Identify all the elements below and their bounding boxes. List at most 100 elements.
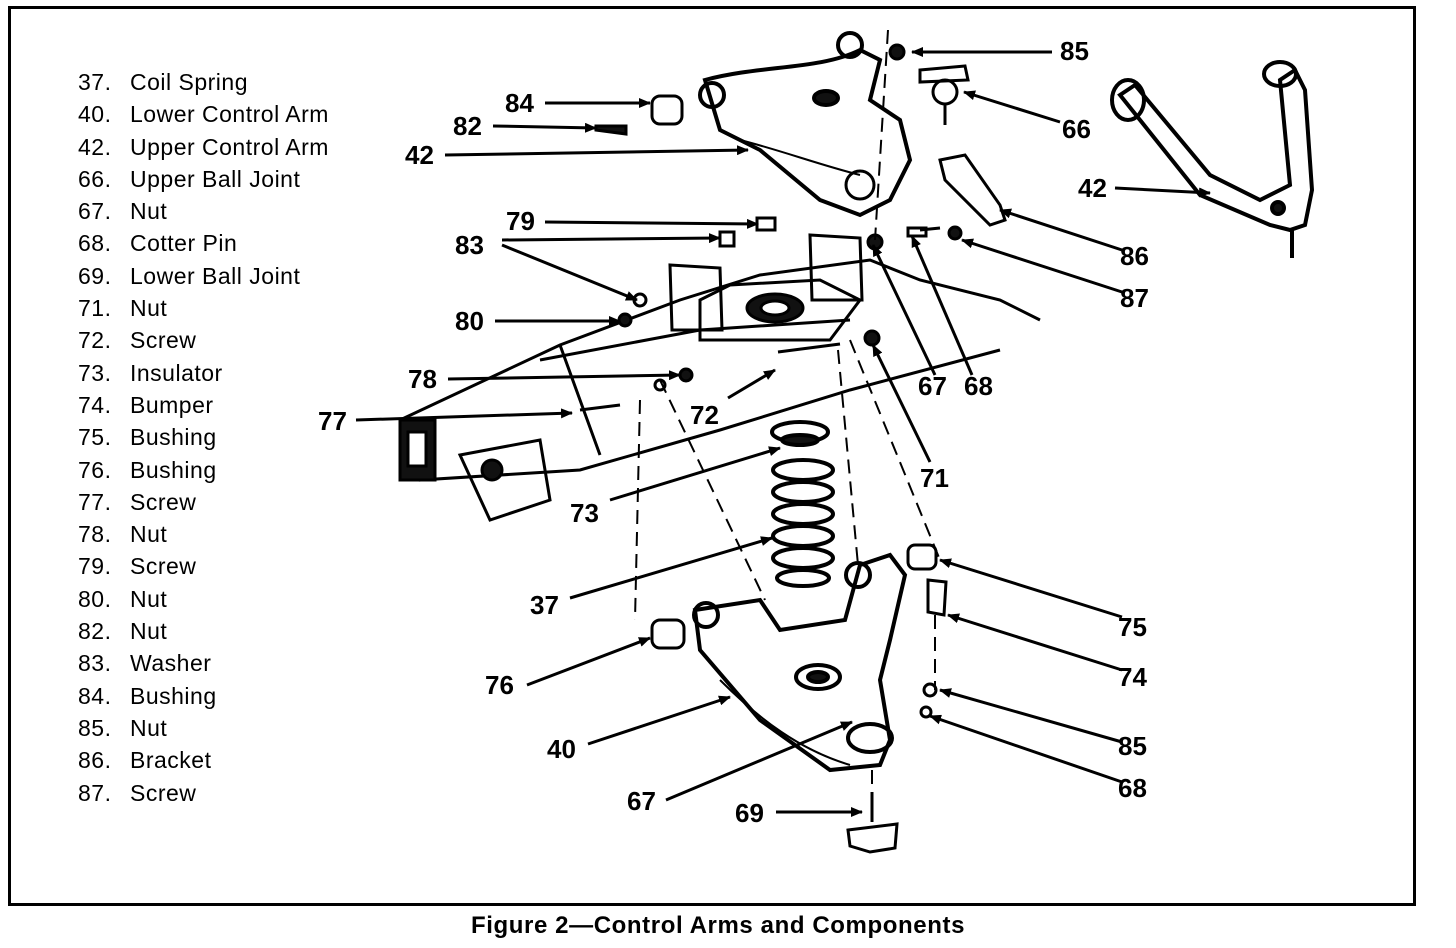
legend-item: 69.Lower Ball Joint — [78, 260, 398, 292]
coil-spring — [770, 420, 835, 588]
legend-number: 72. — [78, 327, 112, 354]
callout-74: 74 — [1118, 662, 1147, 692]
legend-item: 87. Screw — [78, 777, 398, 809]
bracket-86 — [919, 153, 1007, 241]
leader-lines — [355, 47, 1211, 817]
legend-label: Nut — [130, 714, 168, 741]
legend-item: 78. Nut — [78, 518, 398, 550]
legend-item: 72. Screw — [78, 324, 398, 356]
alignment-lines — [634, 29, 941, 792]
legend-label: Upper Control Arm — [130, 133, 329, 160]
callout-83: 83 — [455, 230, 484, 260]
legend-number: 85. — [78, 714, 112, 741]
callout-80: 80 — [455, 306, 484, 336]
callout-82: 82 — [453, 111, 482, 141]
callout-42-left: 42 — [405, 140, 434, 170]
legend-item: 86. Bracket — [78, 744, 398, 776]
callout-87: 87 — [1120, 283, 1149, 313]
callout-75: 75 — [1118, 612, 1147, 642]
callout-66: 66 — [1062, 114, 1091, 144]
callout-86: 86 — [1120, 241, 1149, 271]
legend-item: 37.Coil Spring — [78, 66, 398, 98]
legend-item: 74. Bumper — [78, 389, 398, 421]
figure-caption: Figure 2—Control Arms and Components — [470, 912, 966, 939]
upper-control-arm — [698, 31, 913, 218]
upper-control-arm-inset — [1110, 60, 1315, 258]
callout-labels: 85 84 82 66 42 42 79 83 86 87 80 78 67 6… — [318, 36, 1149, 828]
callout-76: 76 — [485, 670, 514, 700]
legend-item: 42. Upper Control Arm — [78, 131, 398, 163]
legend-number: 68. — [78, 230, 112, 257]
callout-79: 79 — [506, 206, 535, 236]
legend-item: 77. Screw — [78, 486, 398, 518]
legend-number: 78. — [78, 521, 112, 548]
legend-number: 86. — [78, 747, 112, 774]
legend-label: Nut — [130, 521, 168, 548]
callout-37: 37 — [530, 590, 559, 620]
legend-number: 71. — [78, 295, 112, 322]
legend-label: Washer — [130, 650, 212, 677]
legend-label: Nut — [130, 618, 168, 645]
legend-item: 84. Bushing — [78, 680, 398, 712]
legend-number: 77. — [78, 488, 112, 515]
legend-item: 71. Nut — [78, 292, 398, 324]
legend-item: 75.Bushing — [78, 421, 398, 453]
lower-ball-joint — [846, 792, 899, 854]
legend-number: 82. — [78, 618, 112, 645]
legend-number: 76. — [78, 456, 112, 483]
fastener-hardware — [579, 216, 928, 412]
legend-item: 73. Insulator — [78, 357, 398, 389]
legend-label: Lower Ball Joint — [130, 262, 301, 289]
figure-frame — [8, 6, 1416, 906]
legend-item: 82. Nut — [78, 615, 398, 647]
parts-legend: 37.Coil Spring 40. Lower Control Arm 42. Upp… — [78, 66, 398, 809]
legend-number: 66. — [78, 165, 112, 192]
legend-item: 76. Bushing — [78, 454, 398, 486]
legend-number: 74. — [78, 391, 112, 418]
legend-label: Nut — [130, 198, 168, 225]
legend-label: Screw — [130, 779, 197, 806]
legend-number: 80. — [78, 585, 112, 612]
legend-label: Bushing — [130, 456, 217, 483]
legend-label: Bumper — [130, 391, 214, 418]
callout-85-bottom: 85 — [1118, 731, 1147, 761]
legend-label: Cotter Pin — [130, 230, 238, 257]
legend-item: 68. Cotter Pin — [78, 227, 398, 259]
frame-crossmember — [398, 233, 1041, 522]
legend-label: Bushing — [130, 682, 217, 709]
legend-number: 84. — [78, 682, 112, 709]
legend-number: 42. — [78, 133, 112, 160]
legend-item: 67. Nut — [78, 195, 398, 227]
callout-85-top: 85 — [1060, 36, 1089, 66]
callout-71: 71 — [920, 463, 949, 493]
legend-number: 40. — [78, 101, 112, 128]
legend-label: Insulator — [130, 359, 223, 386]
callout-68-bottom: 68 — [1118, 773, 1147, 803]
legend-item: 79.Screw — [78, 550, 398, 582]
legend-label: Screw — [130, 327, 197, 354]
legend-label: Nut — [130, 585, 168, 612]
lower-control-arm — [692, 552, 908, 773]
legend-label: Nut — [130, 295, 168, 322]
callout-72: 72 — [690, 400, 719, 430]
legend-number: 73. — [78, 359, 112, 386]
upper-ball-joint — [888, 43, 970, 125]
legend-label: Screw — [130, 553, 197, 580]
callout-84: 84 — [505, 88, 534, 118]
legend-number: 87. — [78, 779, 112, 806]
legend-label: Upper Ball Joint — [130, 165, 301, 192]
callout-67-top: 67 — [918, 371, 947, 401]
callout-42-right: 42 — [1078, 173, 1107, 203]
callout-73: 73 — [570, 498, 599, 528]
legend-number: 83. — [78, 650, 112, 677]
legend-item: 80. Nut — [78, 583, 398, 615]
legend-item: 40. Lower Control Arm — [78, 98, 398, 130]
callout-69: 69 — [735, 798, 764, 828]
legend-item: 66. Upper Ball Joint — [78, 163, 398, 195]
legend-label: Screw — [130, 488, 197, 515]
legend-label: Lower Control Arm — [130, 101, 329, 128]
legend-number: 67. — [78, 198, 112, 225]
callout-77: 77 — [318, 406, 347, 436]
legend-label: Bracket — [130, 747, 212, 774]
